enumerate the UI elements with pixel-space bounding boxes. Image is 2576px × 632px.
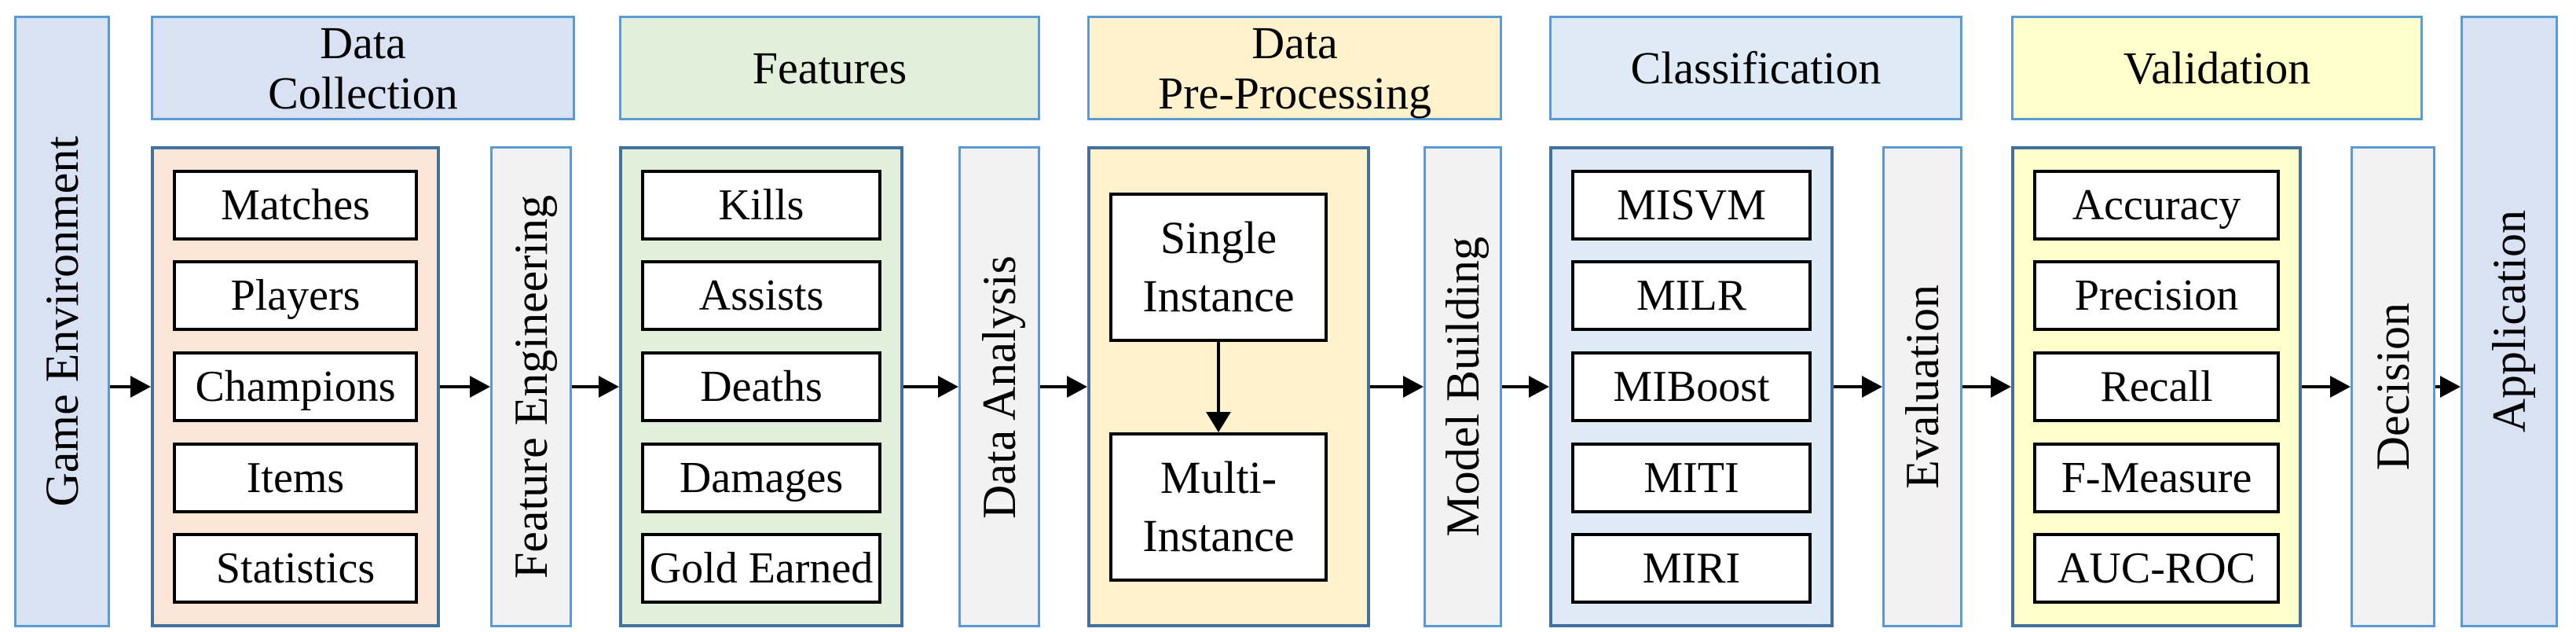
item-milr: MILR	[1571, 260, 1812, 332]
header-features-label: Features	[752, 42, 907, 94]
item-f-measure: F-Measure	[2033, 442, 2280, 513]
item-auc-roc: AUC-ROC	[2033, 533, 2280, 604]
stage-application-label: Application	[2483, 210, 2535, 433]
header-data-collection-line2: Collection	[268, 67, 458, 119]
item-kills: Kills	[641, 169, 881, 241]
item-damages: Damages	[641, 442, 881, 513]
arrow-right-icon	[2330, 376, 2351, 398]
stage-evaluation-label: Evaluation	[1896, 285, 1948, 489]
item-accuracy: Accuracy	[2033, 169, 2280, 241]
header-data-preprocessing-line2: Pre-Processing	[1158, 67, 1431, 119]
arrow-classification-to-evaluation	[1834, 376, 1882, 398]
header-validation: Validation	[2011, 16, 2423, 120]
arrow-model-building-to-classification	[1502, 376, 1549, 398]
arrow-decision-to-application	[2435, 376, 2461, 398]
arrow-right-icon	[1862, 376, 1882, 398]
arrow-evaluation-to-validation	[1962, 376, 2011, 398]
item-statistics: Statistics	[173, 533, 418, 604]
panel-validation: Accuracy Precision Recall F-Measure AUC-…	[2011, 146, 2302, 627]
stage-game-environment-label: Game Environment	[36, 136, 88, 507]
panel-data-collection: Matches Players Champions Items Statisti…	[151, 146, 440, 627]
panel-data-preprocessing: Single Instance Multi- Instance	[1087, 146, 1370, 627]
arrow-right-icon	[2440, 376, 2461, 398]
stage-feature-engineering: Feature Engineering	[490, 146, 572, 627]
arrow-game-environment-to-data-collection	[110, 376, 151, 398]
stage-model-building: Model Building	[1424, 146, 1502, 627]
arrow-right-icon	[1991, 376, 2011, 398]
item-miboost: MIBoost	[1571, 351, 1812, 422]
arrow-right-icon	[599, 376, 619, 398]
stage-application: Application	[2461, 16, 2558, 627]
stage-data-analysis-label: Data Analysis	[973, 255, 1025, 519]
item-players: Players	[173, 260, 418, 332]
arrow-data-analysis-to-preprocessing	[1040, 376, 1087, 398]
arrow-right-icon	[938, 376, 958, 398]
item-miri: MIRI	[1571, 533, 1812, 604]
item-gold-earned: Gold Earned	[641, 533, 881, 604]
arrow-feature-engineering-to-features	[572, 376, 619, 398]
item-deaths: Deaths	[641, 351, 881, 422]
item-matches: Matches	[173, 169, 418, 241]
item-items: Items	[173, 442, 418, 513]
stage-evaluation: Evaluation	[1882, 146, 1962, 627]
arrow-right-icon	[1067, 376, 1087, 398]
item-champions: Champions	[173, 351, 418, 422]
stage-data-analysis: Data Analysis	[958, 146, 1040, 627]
arrow-data-collection-to-feature-engineering	[440, 376, 490, 398]
header-classification-label: Classification	[1630, 42, 1882, 94]
arrow-right-icon	[1529, 376, 1549, 398]
arrow-preprocessing-to-model-building	[1370, 376, 1424, 398]
header-data-collection-line1: Data	[320, 17, 406, 68]
arrow-right-icon	[130, 376, 151, 398]
arrow-validation-to-decision	[2302, 376, 2351, 398]
item-assists: Assists	[641, 260, 881, 332]
header-data-collection: Data Collection	[151, 16, 575, 120]
panel-features: Kills Assists Deaths Damages Gold Earned	[619, 146, 903, 627]
arrow-right-icon	[470, 376, 490, 398]
header-data-preprocessing-line1: Data	[1251, 17, 1338, 68]
panel-classification: MISVM MILR MIBoost MITI MIRI	[1549, 146, 1834, 627]
item-precision: Precision	[2033, 260, 2280, 332]
stage-game-environment: Game Environment	[14, 16, 110, 627]
header-features: Features	[619, 16, 1040, 120]
stage-decision-label: Decision	[2367, 303, 2419, 471]
item-recall: Recall	[2033, 351, 2280, 422]
stage-model-building-label: Model Building	[1437, 237, 1489, 537]
arrow-down-icon	[1195, 342, 1242, 432]
stage-decision: Decision	[2351, 146, 2435, 627]
single-instance-box: Single Instance	[1109, 193, 1328, 342]
arrow-features-to-data-analysis	[903, 376, 958, 398]
item-misvm: MISVM	[1571, 169, 1812, 241]
header-validation-label: Validation	[2123, 42, 2311, 94]
stage-feature-engineering-label: Feature Engineering	[505, 194, 557, 579]
item-miti: MITI	[1571, 442, 1812, 513]
header-classification: Classification	[1549, 16, 1962, 120]
header-data-preprocessing: Data Pre-Processing	[1087, 16, 1502, 120]
multi-instance-box: Multi- Instance	[1109, 432, 1328, 582]
arrow-right-icon	[1403, 376, 1424, 398]
